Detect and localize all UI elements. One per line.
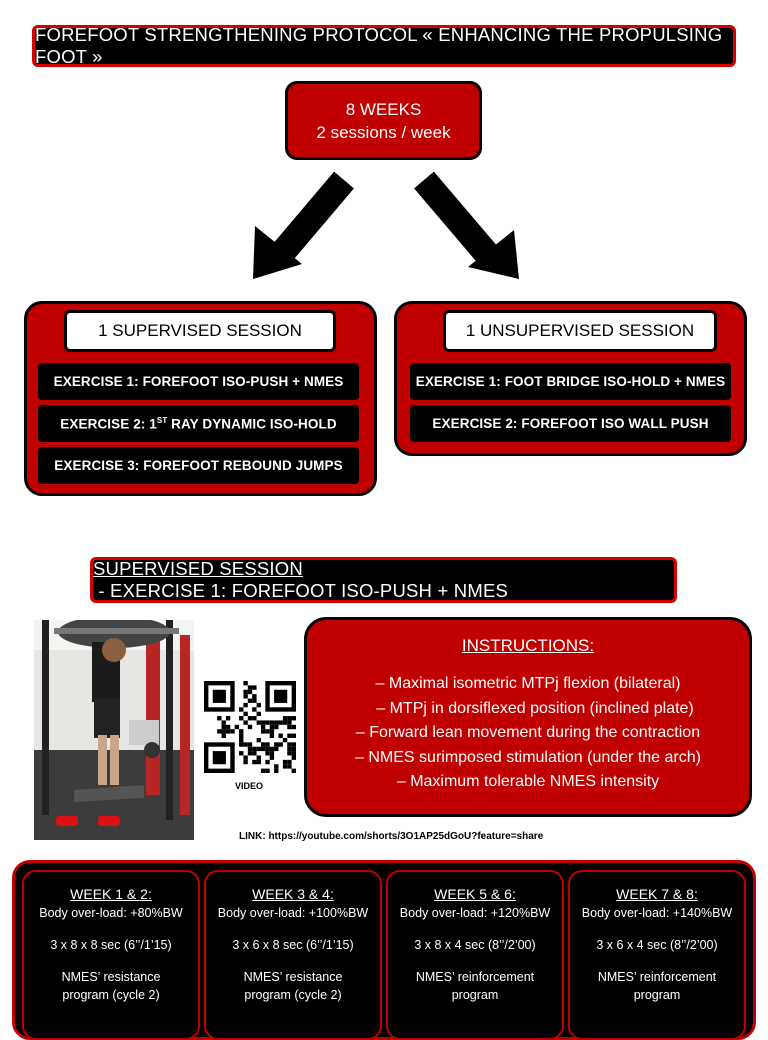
week-card-title: WEEK 5 & 6: (434, 886, 516, 902)
week-card-4: WEEK 7 & 8: Body over-load: +140%BW 3 x … (568, 870, 746, 1040)
supervised-session-header-text: 1 SUPERVISED SESSION (98, 321, 302, 340)
week-card-title: WEEK 3 & 4: (252, 886, 334, 902)
video-label: VIDEO (235, 781, 263, 791)
section-banner: SUPERVISED SESSION - EXERCISE 1: FOREFOO… (90, 557, 677, 603)
unsupervised-exercise-2-text: EXERCISE 2: FOREFOOT ISO WALL PUSH (432, 416, 709, 431)
week-card-title: WEEK 7 & 8: (616, 886, 698, 902)
unsupervised-session-header-text: 1 UNSUPERVISED SESSION (465, 321, 695, 340)
instructions-list: – Maximal isometric MTPj flexion (bilate… (307, 672, 749, 795)
exercise-2-suffix: RAY DYNAMIC ISO-HOLD (167, 416, 337, 432)
week-card-1: WEEK 1 & 2: Body over-load: +80%BW 3 x 8… (22, 870, 200, 1040)
exercise-2-prefix: EXERCISE 2: 1 (60, 416, 157, 432)
instruction-line: – Maximum tolerable NMES intensity (396, 773, 660, 790)
protocol-title: FOREFOOT STRENGTHENING PROTOCOL « ENHANC… (32, 24, 736, 67)
unsupervised-exercise-1: EXERCISE 1: FOOT BRIDGE ISO-HOLD + NMES (410, 363, 731, 400)
supervised-exercise-1-text: EXERCISE 1: FOREFOOT ISO-PUSH + NMES (53, 374, 344, 389)
supervised-session-card: 1 SUPERVISED SESSION EXERCISE 1: FOREFOO… (24, 301, 377, 496)
qr-code-modules (204, 681, 296, 773)
instruction-line: – NMES surimposed stimulation (under the… (355, 748, 701, 766)
weeks-panel: WEEK 1 & 2: Body over-load: +80%BW 3 x 8… (12, 860, 756, 1040)
video-link[interactable]: LINK: https://youtube.com/shorts/3O1AP25… (239, 831, 543, 842)
duration-weeks: 8 WEEKS (345, 100, 422, 119)
week-card-nmes-2: program (cycle 2) (244, 988, 342, 1002)
supervised-exercise-1: EXERCISE 1: FOREFOOT ISO-PUSH + NMES (38, 363, 359, 400)
video-label-text: VIDEO (235, 781, 264, 791)
week-card-nmes-1: NMES’ resistance (243, 970, 343, 984)
supervised-exercise-2-text: EXERCISE 2: 1ST RAY DYNAMIC ISO-HOLD (60, 416, 336, 432)
week-card-sets: 3 x 8 x 8 sec (6’’/1’15) (50, 938, 172, 952)
week-card-load: Body over-load: +100%BW (217, 906, 369, 920)
instructions-box: INSTRUCTIONS: – Maximal isometric MTPj f… (304, 617, 752, 817)
supervised-exercise-3: EXERCISE 3: FOREFOOT REBOUND JUMPS (38, 447, 359, 484)
exercise-2-superscript: ST (156, 415, 168, 425)
week-card-title: WEEK 1 & 2: (70, 886, 152, 902)
week-card-3: WEEK 5 & 6: Body over-load: +120%BW 3 x … (386, 870, 564, 1040)
instructions-heading: INSTRUCTIONS: (461, 636, 595, 655)
week-card-nmes-1: NMES’ reinforcement (415, 970, 535, 984)
week-card-load: Body over-load: +120%BW (399, 906, 551, 920)
week-card-load: Body over-load: +140%BW (581, 906, 733, 920)
qr-code[interactable] (204, 681, 296, 773)
instruction-line: – MTPj in dorsiflexed position (inclined… (376, 699, 694, 717)
duration-sessions: 2 sessions / week (316, 123, 451, 142)
week-card-sets: 3 x 8 x 4 sec (8’’/2’00) (414, 938, 536, 952)
unsupervised-exercise-2: EXERCISE 2: FOREFOOT ISO WALL PUSH (410, 405, 731, 442)
week-card-nmes-2: program (cycle 2) (62, 988, 160, 1002)
supervised-session-header: 1 SUPERVISED SESSION (64, 310, 336, 352)
instruction-line: – Maximal isometric MTPj flexion (bilate… (375, 675, 681, 692)
supervised-exercise-2: EXERCISE 2: 1ST RAY DYNAMIC ISO-HOLD (38, 405, 359, 442)
duration-box: 8 WEEKS 2 sessions / week (285, 81, 482, 160)
supervised-exercise-3-text: EXERCISE 3: FOREFOOT REBOUND JUMPS (54, 458, 343, 473)
arrow-right-icon (414, 171, 519, 279)
video-link-text[interactable]: LINK: https://youtube.com/shorts/3O1AP25… (239, 831, 544, 842)
exercise-photo (34, 620, 194, 840)
section-banner-rest: - EXERCISE 1: FOREFOOT ISO-PUSH + NMES (93, 580, 509, 601)
unsupervised-session-header: 1 UNSUPERVISED SESSION (443, 310, 717, 352)
protocol-title-text: FOREFOOT STRENGTHENING PROTOCOL « ENHANC… (35, 24, 723, 67)
week-card-sets: 3 x 6 x 8 sec (6’’/1’15) (232, 938, 354, 952)
week-card-nmes-2: program (451, 988, 499, 1002)
week-card-nmes-1: NMES’ resistance (61, 970, 161, 984)
week-card-load: Body over-load: +80%BW (39, 906, 183, 920)
instruction-line: – Forward lean movement during the contr… (355, 724, 701, 741)
unsupervised-exercise-1-text: EXERCISE 1: FOOT BRIDGE ISO-HOLD + NMES (415, 374, 726, 389)
week-card-sets: 3 x 6 x 4 sec (8’’/2’00) (596, 938, 718, 952)
unsupervised-session-card: 1 UNSUPERVISED SESSION EXERCISE 1: FOOT … (394, 301, 747, 456)
week-card-nmes-2: program (633, 988, 681, 1002)
week-card-2: WEEK 3 & 4: Body over-load: +100%BW 3 x … (204, 870, 382, 1040)
section-banner-text: SUPERVISED SESSION - EXERCISE 1: FOREFOO… (93, 558, 674, 602)
arrow-left-icon (253, 171, 354, 279)
arrows-diagram (253, 171, 519, 279)
week-card-nmes-1: NMES’ reinforcement (597, 970, 717, 984)
section-banner-underlined: SUPERVISED SESSION (93, 558, 303, 579)
